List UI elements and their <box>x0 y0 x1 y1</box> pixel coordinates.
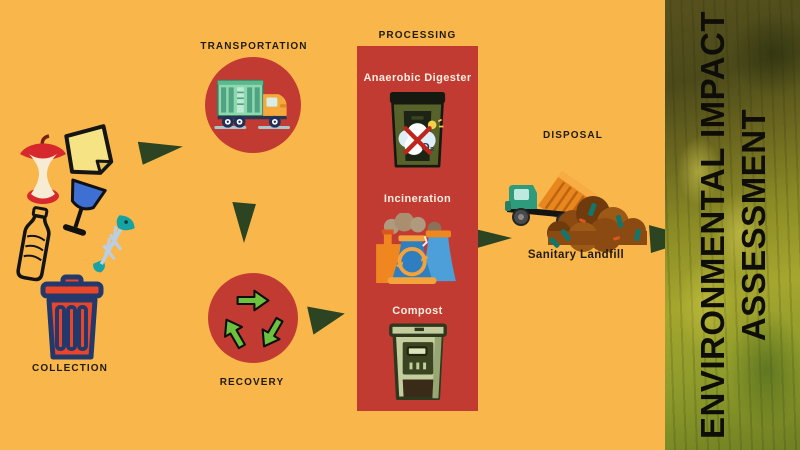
assessment-photo-strip: ENVIRONMENTAL IMPACT ASSESSMENT <box>665 0 800 450</box>
sticky-note-icon <box>64 124 114 175</box>
processing-panel: Anaerobic Digester O₂ Incineration <box>357 46 478 411</box>
compost-label: Compost <box>392 305 443 317</box>
disposal-label: DISPOSAL <box>543 130 603 141</box>
assessment-title-line1: ENVIRONMENTAL IMPACT <box>693 11 731 439</box>
transportation-label: TRANSPORTATION <box>200 41 308 52</box>
assessment-title-line2: ASSESSMENT <box>734 108 772 342</box>
wine-glass-icon <box>62 178 107 236</box>
compost-bin-icon <box>389 323 447 400</box>
processing-label: PROCESSING <box>378 30 457 41</box>
garbage-truck-icon <box>214 79 290 129</box>
fish-bone-icon <box>93 215 135 273</box>
collection-label: COLLECTION <box>32 363 108 374</box>
anaerobic-digester-label: Anaerobic Digester <box>363 72 472 84</box>
plastic-bottle-icon <box>16 206 51 282</box>
incineration-label: Incineration <box>383 193 452 205</box>
transportation-stage-circle <box>205 57 301 153</box>
dump-truck-landfill-icon <box>505 171 647 252</box>
sanitary-landfill-label: Sanitary Landfill <box>527 249 625 261</box>
arrow-transportation-to-recovery <box>232 202 256 243</box>
assessment-title: ENVIRONMENTAL IMPACT ASSESSMENT <box>691 11 774 439</box>
arrow-collection-to-transportation <box>137 133 184 165</box>
recycling-arrows-icon <box>223 289 284 350</box>
recovery-stage-circle <box>208 273 298 363</box>
trash-can-icon <box>40 274 104 360</box>
apple-core-icon <box>20 134 66 204</box>
arrow-recovery-to-processing <box>306 297 347 335</box>
incineration-plant-icon <box>376 213 456 284</box>
anaerobic-digester-icon: O₂ <box>389 92 446 168</box>
recovery-label: RECOVERY <box>219 377 285 388</box>
